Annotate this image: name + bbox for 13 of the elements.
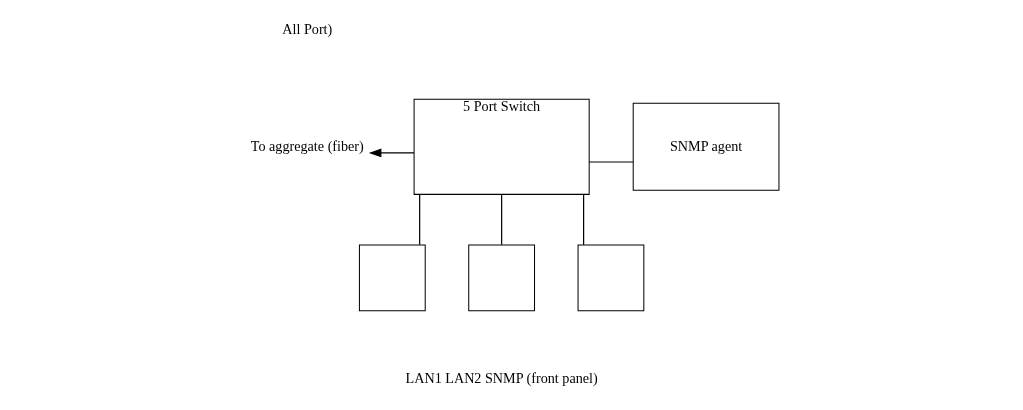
connector <box>501 193 503 246</box>
node-text: To aggregate (fiber) <box>250 137 364 154</box>
connector <box>419 193 421 246</box>
node-box: SNMP agent <box>632 102 780 191</box>
connector <box>588 161 634 163</box>
label: All Port) <box>282 21 333 38</box>
arrow <box>368 148 415 158</box>
node-box <box>358 244 426 312</box>
node-box <box>468 244 536 312</box>
connector <box>583 193 585 246</box>
node-box: 5 Port Switch <box>413 98 590 195</box>
node-box <box>577 244 645 312</box>
label: LAN1 LAN2 SNMP (front panel) <box>405 370 598 387</box>
